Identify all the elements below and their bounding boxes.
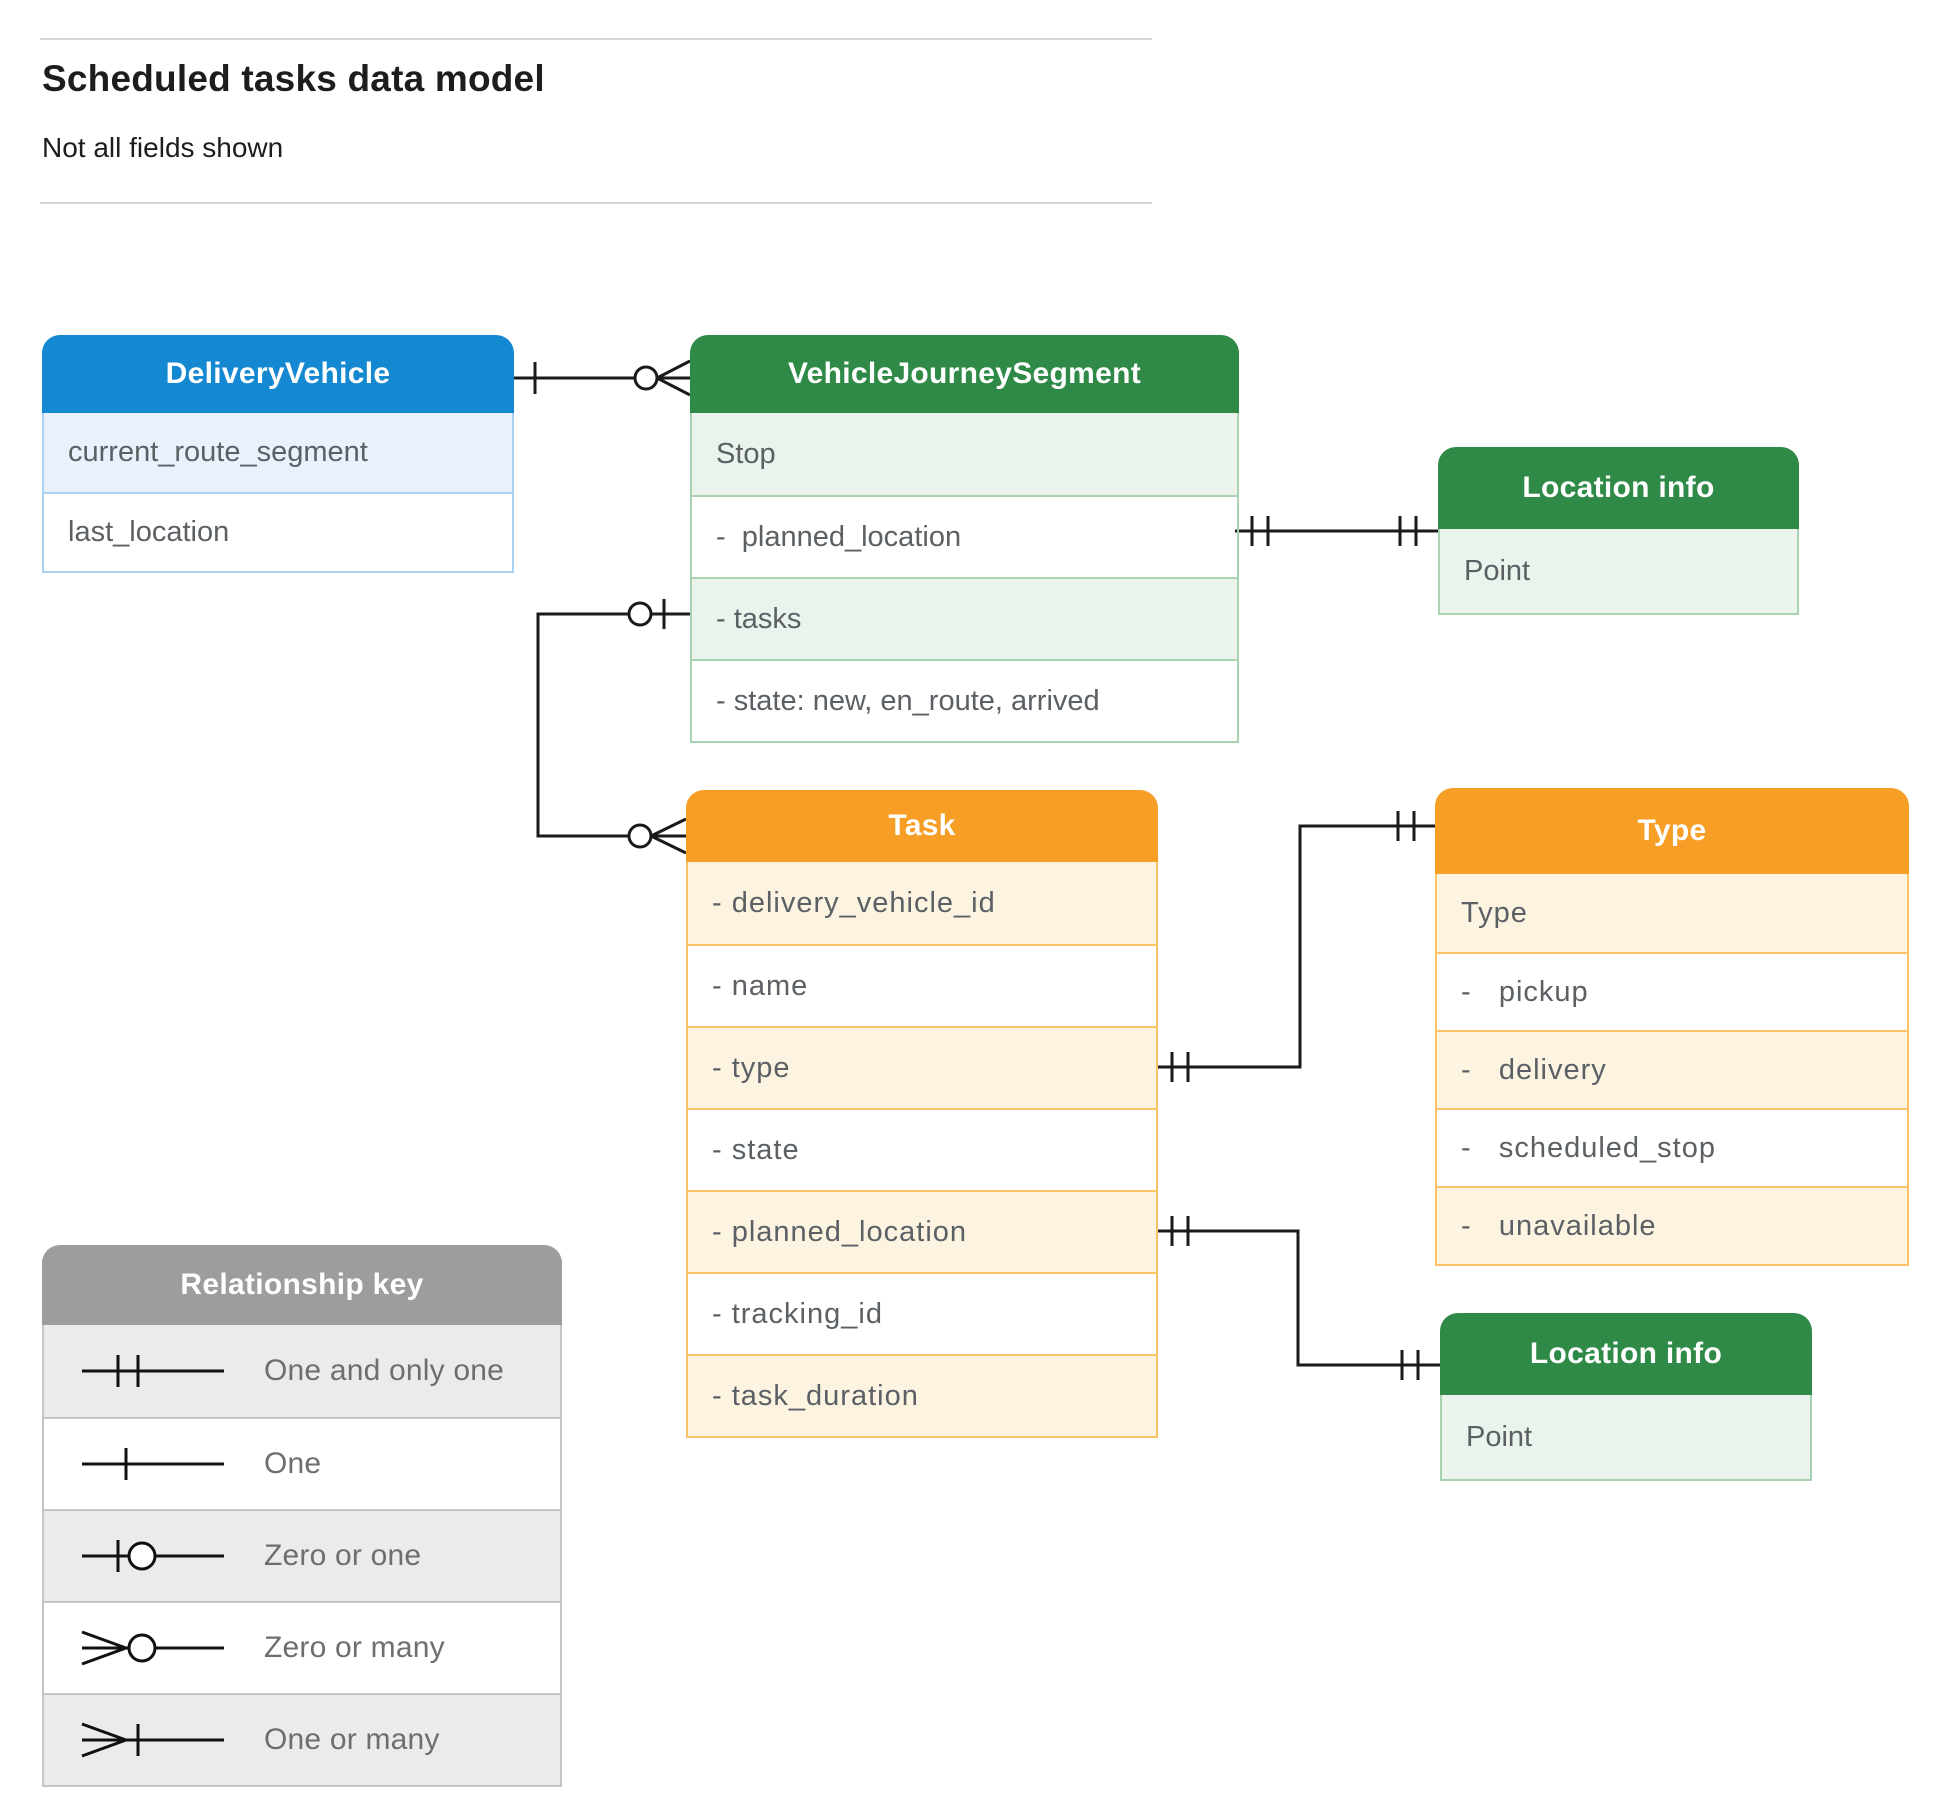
connector-task-locationinfo xyxy=(1154,1216,1440,1380)
top-divider xyxy=(40,38,1152,40)
entity-location-info-bottom-title: Location info xyxy=(1440,1313,1812,1395)
field-task-state: - state xyxy=(688,1108,1156,1190)
field-unavailable: - unavailable xyxy=(1437,1186,1907,1264)
zero-or-many-icon xyxy=(81,1630,224,1666)
field-last-location: last_location xyxy=(44,492,512,571)
entity-vehicle-journey-segment-title: VehicleJourneySegment xyxy=(690,335,1239,413)
field-type-name: Type xyxy=(1437,874,1907,952)
one-and-only-one-icon xyxy=(82,1355,224,1387)
field-tracking-id: - tracking_id xyxy=(688,1272,1156,1354)
entity-task: Task - delivery_vehicle_id - name - type… xyxy=(686,790,1158,1438)
field-type: - type xyxy=(688,1026,1156,1108)
field-name: - name xyxy=(688,944,1156,1026)
entity-task-title: Task xyxy=(686,790,1158,862)
legend-item-one-and-only-one: One and only one xyxy=(44,1325,560,1417)
legend-item-zero-or-many: Zero or many xyxy=(44,1601,560,1693)
entity-delivery-vehicle-title: DeliveryVehicle xyxy=(42,335,514,413)
field-point-top: Point xyxy=(1440,529,1797,613)
relationship-key: Relationship key One and only one One Ze… xyxy=(42,1245,562,1787)
entity-location-info-bottom: Location info Point xyxy=(1440,1313,1812,1481)
field-tasks: - tasks xyxy=(692,577,1237,659)
field-stop: Stop xyxy=(692,413,1237,495)
entity-type-title: Type xyxy=(1435,788,1909,874)
connector-vjs-task xyxy=(536,599,690,855)
page-subtitle: Not all fields shown xyxy=(42,132,284,163)
one-or-many-icon xyxy=(81,1722,224,1758)
entity-location-info-top-title: Location info xyxy=(1438,447,1799,529)
field-delivery-vehicle-id: - delivery_vehicle_id xyxy=(688,862,1156,944)
field-task-planned-location: - planned_location xyxy=(688,1190,1156,1272)
entity-delivery-vehicle: DeliveryVehicle current_route_segment la… xyxy=(42,335,514,573)
field-task-duration: - task_duration xyxy=(688,1354,1156,1436)
relationship-key-title: Relationship key xyxy=(42,1245,562,1325)
field-point-bottom: Point xyxy=(1442,1395,1810,1479)
entity-location-info-top: Location info Point xyxy=(1438,447,1799,615)
field-planned-location: - planned_location xyxy=(692,495,1237,577)
legend-item-zero-or-one: Zero or one xyxy=(44,1509,560,1601)
field-state: - state: new, en_route, arrived xyxy=(692,659,1237,741)
title-divider xyxy=(40,202,1152,204)
field-delivery: - delivery xyxy=(1437,1030,1907,1108)
page-title: Scheduled tasks data model xyxy=(42,58,545,99)
zero-or-one-icon xyxy=(82,1540,224,1572)
one-icon xyxy=(82,1448,224,1480)
legend-label: Zero or one xyxy=(264,1539,422,1572)
legend-label: One or many xyxy=(264,1723,440,1756)
legend-item-one: One xyxy=(44,1417,560,1509)
field-scheduled-stop: - scheduled_stop xyxy=(1437,1108,1907,1186)
connector-task-type xyxy=(1154,811,1435,1082)
entity-type: Type Type - pickup - delivery - schedule… xyxy=(1435,788,1909,1266)
connector-vjs-locationinfo xyxy=(1235,516,1438,546)
legend-label: Zero or many xyxy=(264,1631,445,1664)
field-current-route-segment: current_route_segment xyxy=(44,413,512,492)
field-pickup: - pickup xyxy=(1437,952,1907,1030)
entity-vehicle-journey-segment: VehicleJourneySegment Stop - planned_loc… xyxy=(690,335,1239,743)
connector-deliveryvehicle-vjs xyxy=(510,359,691,397)
legend-label: One and only one xyxy=(264,1354,505,1387)
legend-item-one-or-many: One or many xyxy=(44,1693,560,1785)
legend-label: One xyxy=(264,1447,322,1480)
